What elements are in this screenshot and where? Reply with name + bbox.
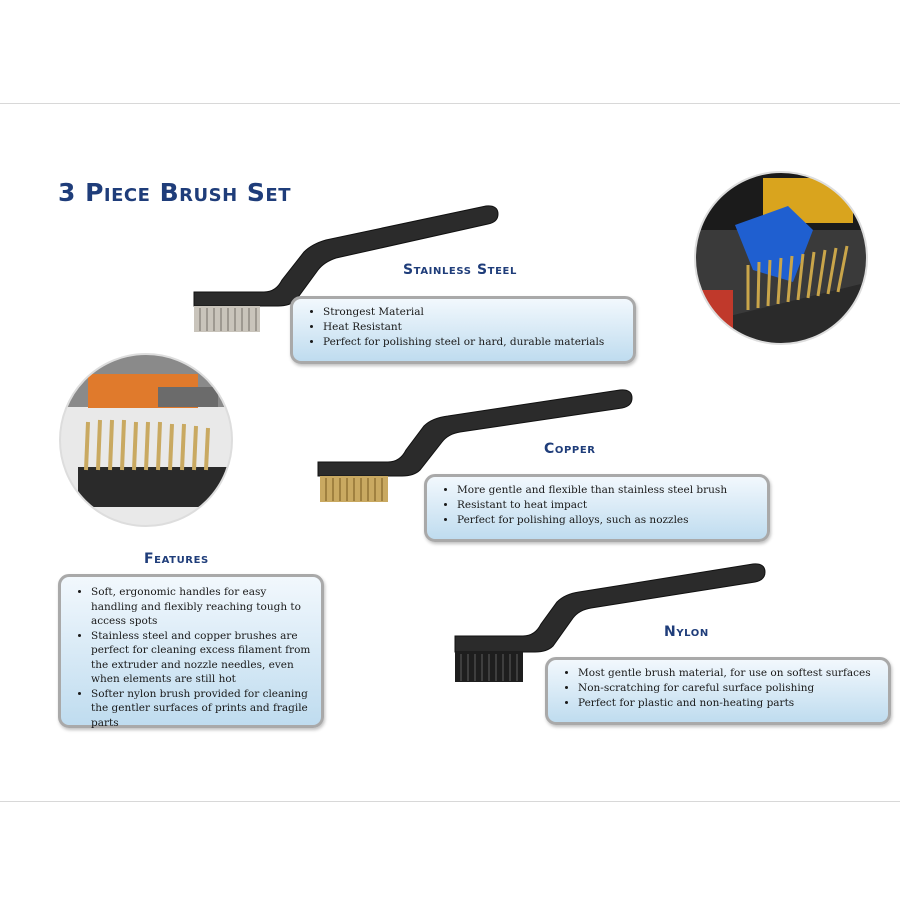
stainless-steel-list: Strongest Material Heat Resistant Perfec… [303,305,623,350]
copper-brush-nozzle-photo [59,353,233,527]
features-list: Soft, ergonomic handles for easy handlin… [71,585,311,730]
list-item: Heat Resistant [323,320,623,335]
stainless-steel-brush-image [193,205,499,332]
features-heading: Features [144,551,209,567]
list-item: Soft, ergonomic handles for easy handlin… [91,585,311,629]
page-title: 3 Piece Brush Set [58,178,291,207]
copper-heading: Copper [544,441,596,457]
list-item: Perfect for polishing steel or hard, dur… [323,335,623,350]
list-item: Perfect for plastic and non-heating part… [578,696,878,711]
copper-list: More gentle and flexible than stainless … [437,483,757,528]
nylon-brush-image [454,563,766,682]
list-item: Strongest Material [323,305,623,320]
list-item: Softer nylon brush provided for cleaning… [91,687,311,731]
list-item: Perfect for polishing alloys, such as no… [457,513,757,528]
stainless-steel-heading: Stainless Steel [403,262,517,278]
list-item: Stainless steel and copper brushes are p… [91,629,311,687]
copper-brush-image [317,389,633,502]
nylon-brush-cleaning-photo [694,171,868,345]
stainless-steel-info-box: Strongest Material Heat Resistant Perfec… [290,296,636,364]
list-item: Non-scratching for careful surface polis… [578,681,878,696]
nylon-info-box: Most gentle brush material, for use on s… [545,657,891,725]
copper-info-box: More gentle and flexible than stainless … [424,474,770,542]
features-info-box: Soft, ergonomic handles for easy handlin… [58,574,324,730]
list-item: More gentle and flexible than stainless … [457,483,757,498]
list-item: Resistant to heat impact [457,498,757,513]
list-item: Most gentle brush material, for use on s… [578,666,878,681]
nylon-heading: Nylon [664,624,709,640]
nylon-list: Most gentle brush material, for use on s… [558,666,878,711]
